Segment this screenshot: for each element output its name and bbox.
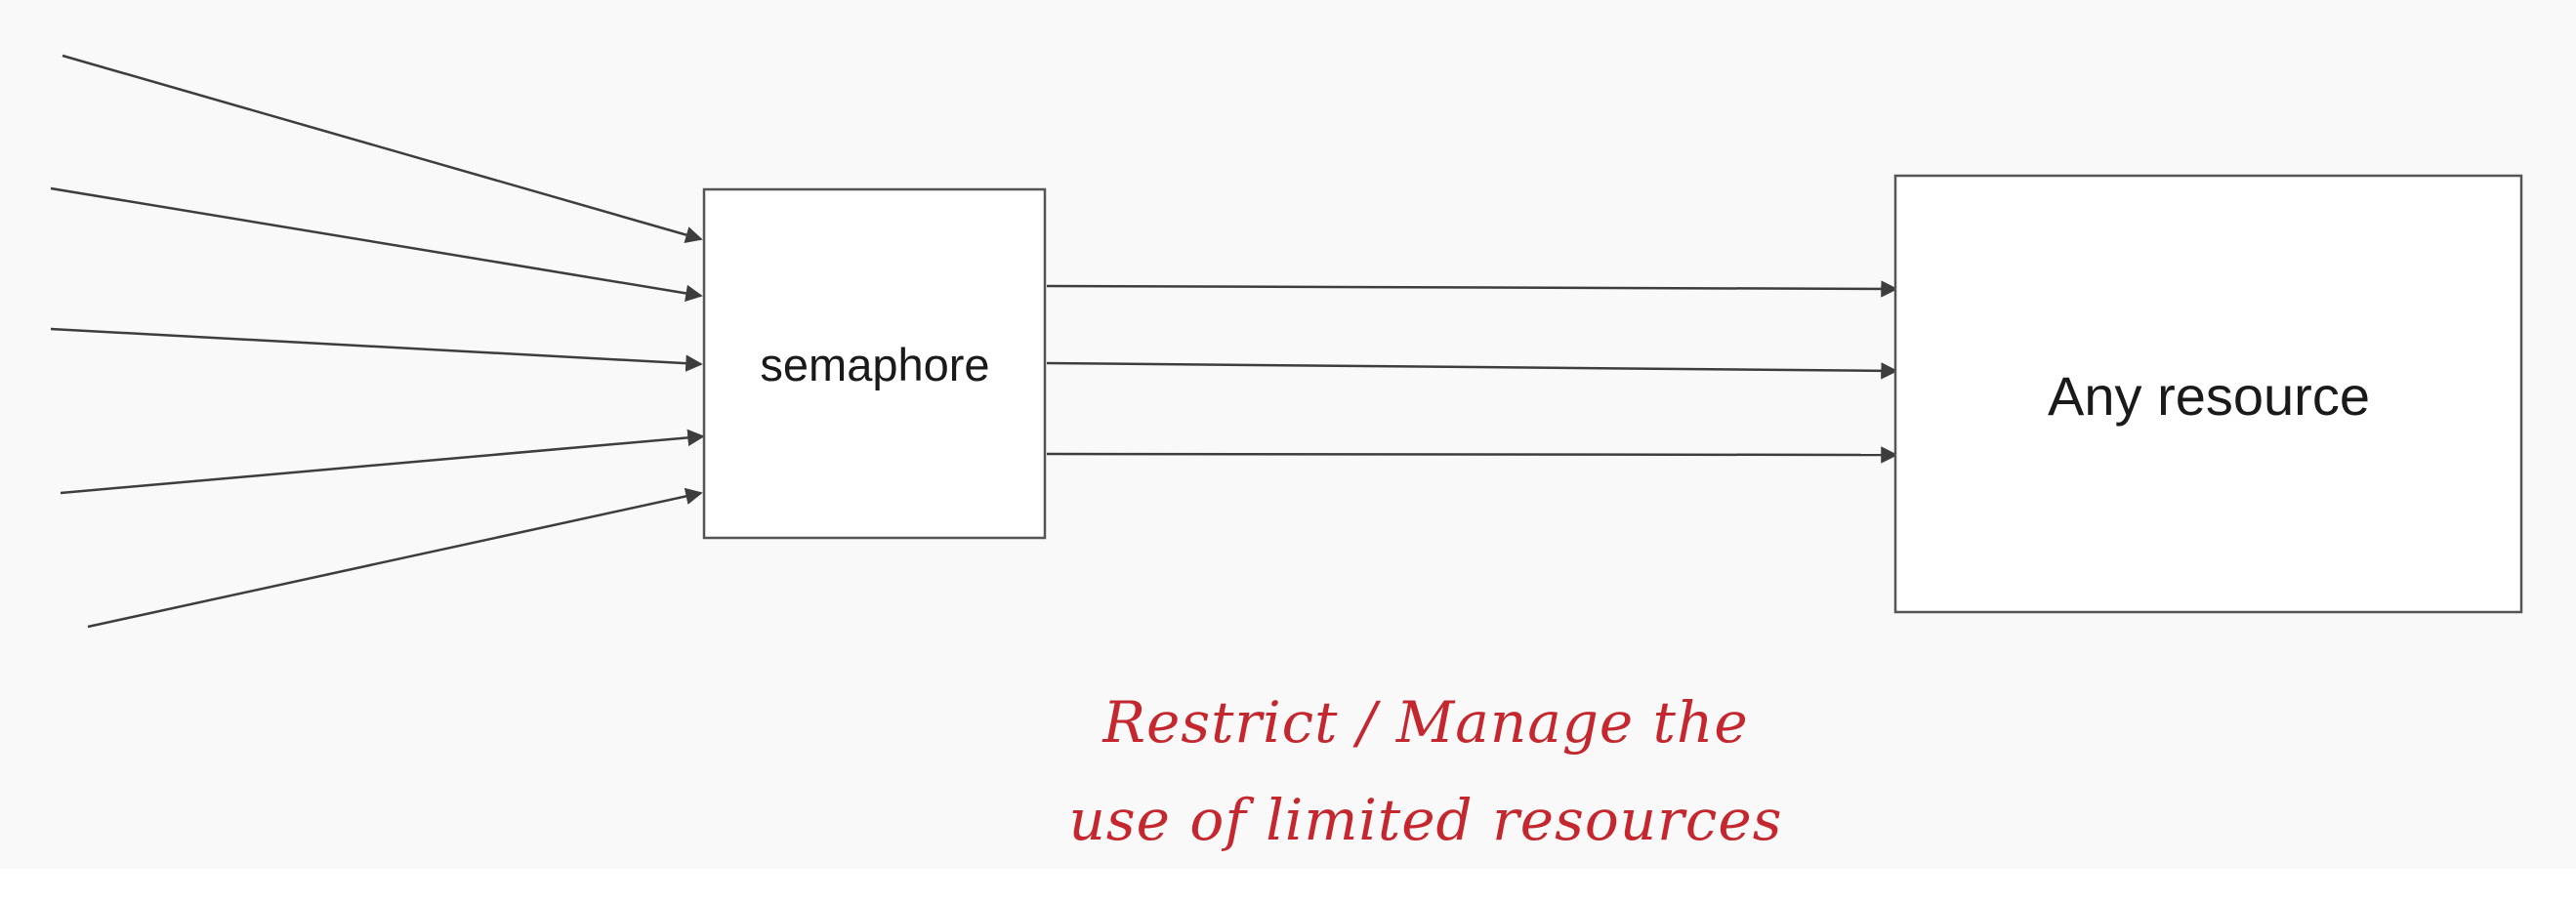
caption-line-1: Restrict / Manage the bbox=[1102, 689, 1749, 756]
incoming-arrow-3 bbox=[50, 327, 703, 372]
bottom-strip bbox=[0, 869, 2576, 902]
incoming-arrow-4 bbox=[60, 429, 705, 495]
semaphore-label: semaphore bbox=[760, 339, 989, 390]
incoming-arrow-1 bbox=[62, 54, 703, 244]
resource-label: Any resource bbox=[2048, 365, 2370, 427]
resource-box bbox=[1893, 174, 2523, 614]
outgoing-arrow-1 bbox=[1046, 280, 1898, 298]
outgoing-arrow-2 bbox=[1046, 361, 1898, 380]
outgoing-arrow-3 bbox=[1046, 446, 1898, 464]
semaphore-box bbox=[702, 187, 1047, 540]
incoming-arrow-5 bbox=[87, 487, 703, 629]
handwritten-caption: Restrict / Manage the use of limited res… bbox=[1055, 674, 1797, 869]
caption-line-2: use of limited resources bbox=[1068, 787, 1783, 853]
incoming-arrow-2 bbox=[50, 186, 703, 303]
